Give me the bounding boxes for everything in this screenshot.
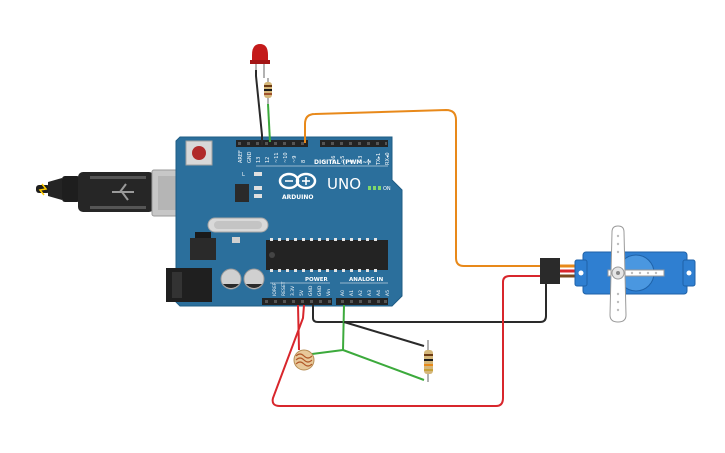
pin-label: GND	[317, 285, 323, 296]
wire-led-gnd[interactable]	[255, 70, 263, 145]
pin-label: Vin	[326, 289, 332, 296]
led-resistor[interactable]	[264, 78, 272, 104]
board-brand-label: ARDUINO	[282, 194, 313, 201]
photoresistor[interactable]	[293, 349, 315, 371]
pin-label: AREF	[238, 150, 244, 163]
led-label-l: L	[242, 172, 245, 178]
pin-label: A4	[376, 290, 382, 296]
pin-label: 5V	[299, 289, 305, 296]
pin-label: ~11	[274, 152, 280, 163]
crystal-oscillator	[207, 217, 269, 233]
pin-label: ~10	[283, 152, 289, 163]
pin-label: ~6	[331, 156, 337, 163]
digital-header[interactable]	[236, 140, 388, 147]
pin-label: 8	[301, 160, 307, 163]
wire-ldr-a0-green[interactable]	[311, 349, 344, 355]
pin-label: ~9	[292, 156, 298, 163]
power-pin-labels: IOREF RESET 3.3V 5V GND GND Vin	[272, 281, 332, 296]
pin-label: ~3	[358, 156, 364, 163]
pin-label: A5	[385, 290, 391, 296]
pulldown-resistor[interactable]	[424, 340, 433, 382]
pin-label: 3.3V	[290, 285, 296, 296]
dc-power-jack[interactable]	[166, 268, 212, 302]
wire-resistor-gnd-black[interactable]	[343, 321, 425, 347]
analog-pin-labels: A0 A1 A2 A3 A4 A5	[340, 290, 391, 296]
pin-label: 12	[265, 157, 271, 163]
atmega328-dip-chip	[266, 238, 388, 272]
wire-ldr-red[interactable]	[297, 304, 300, 351]
wire-gnd-black[interactable]	[312, 280, 547, 323]
power-led: ON	[368, 186, 391, 192]
wire-led-pin13[interactable]	[267, 103, 271, 143]
pin-label: 13	[256, 157, 262, 163]
pin-label: 2	[367, 160, 373, 163]
arduino-infinity-logo-icon	[278, 172, 317, 190]
power-section-label: POWER	[305, 277, 329, 283]
power-led-label: ON	[383, 186, 391, 192]
pin-label: ~5	[340, 156, 346, 163]
pin-label: 4	[349, 160, 355, 163]
voltage-regulator	[190, 238, 216, 260]
board-model-label: UNO	[327, 175, 361, 193]
digital-pin-labels: AREF GND 13 12 ~11 ~10 ~9 8 7 ~6 ~5 4 ~3…	[238, 150, 391, 166]
pin-label: 7	[322, 160, 328, 163]
power-analog-header[interactable]	[262, 298, 388, 305]
servo-horn[interactable]	[607, 225, 665, 323]
wire-signal-orange[interactable]	[304, 108, 542, 267]
analog-section-label: ANALOG IN	[349, 277, 384, 283]
red-led[interactable]	[250, 44, 270, 78]
pin-label: RX◂0	[385, 152, 391, 165]
arduino-uno-board[interactable]: AREF GND 13 12 ~11 ~10 ~9 8 7 ~6 ~5 4 ~3…	[166, 136, 403, 307]
digital-section-label: DIGITAL (PWM~)	[314, 159, 370, 166]
capacitors	[220, 268, 265, 290]
pin-label: GND	[308, 285, 314, 296]
wire-5v-red[interactable]	[271, 275, 542, 407]
micro-servo-motor[interactable]	[540, 225, 696, 323]
pin-label: A1	[349, 290, 355, 296]
atmega-chip	[235, 184, 249, 202]
pin-label: IOREF	[272, 282, 278, 296]
pin-label: RESET	[281, 281, 287, 296]
pin-label: GND	[247, 151, 253, 163]
pin-label: A3	[367, 290, 373, 296]
pin-label: TX▸1	[376, 153, 382, 166]
lightning-icon	[38, 183, 48, 196]
reset-button[interactable]	[185, 140, 213, 166]
usb-logo-icon	[112, 183, 134, 201]
pin-label: A2	[358, 290, 364, 296]
pin-label: A0	[340, 290, 346, 296]
